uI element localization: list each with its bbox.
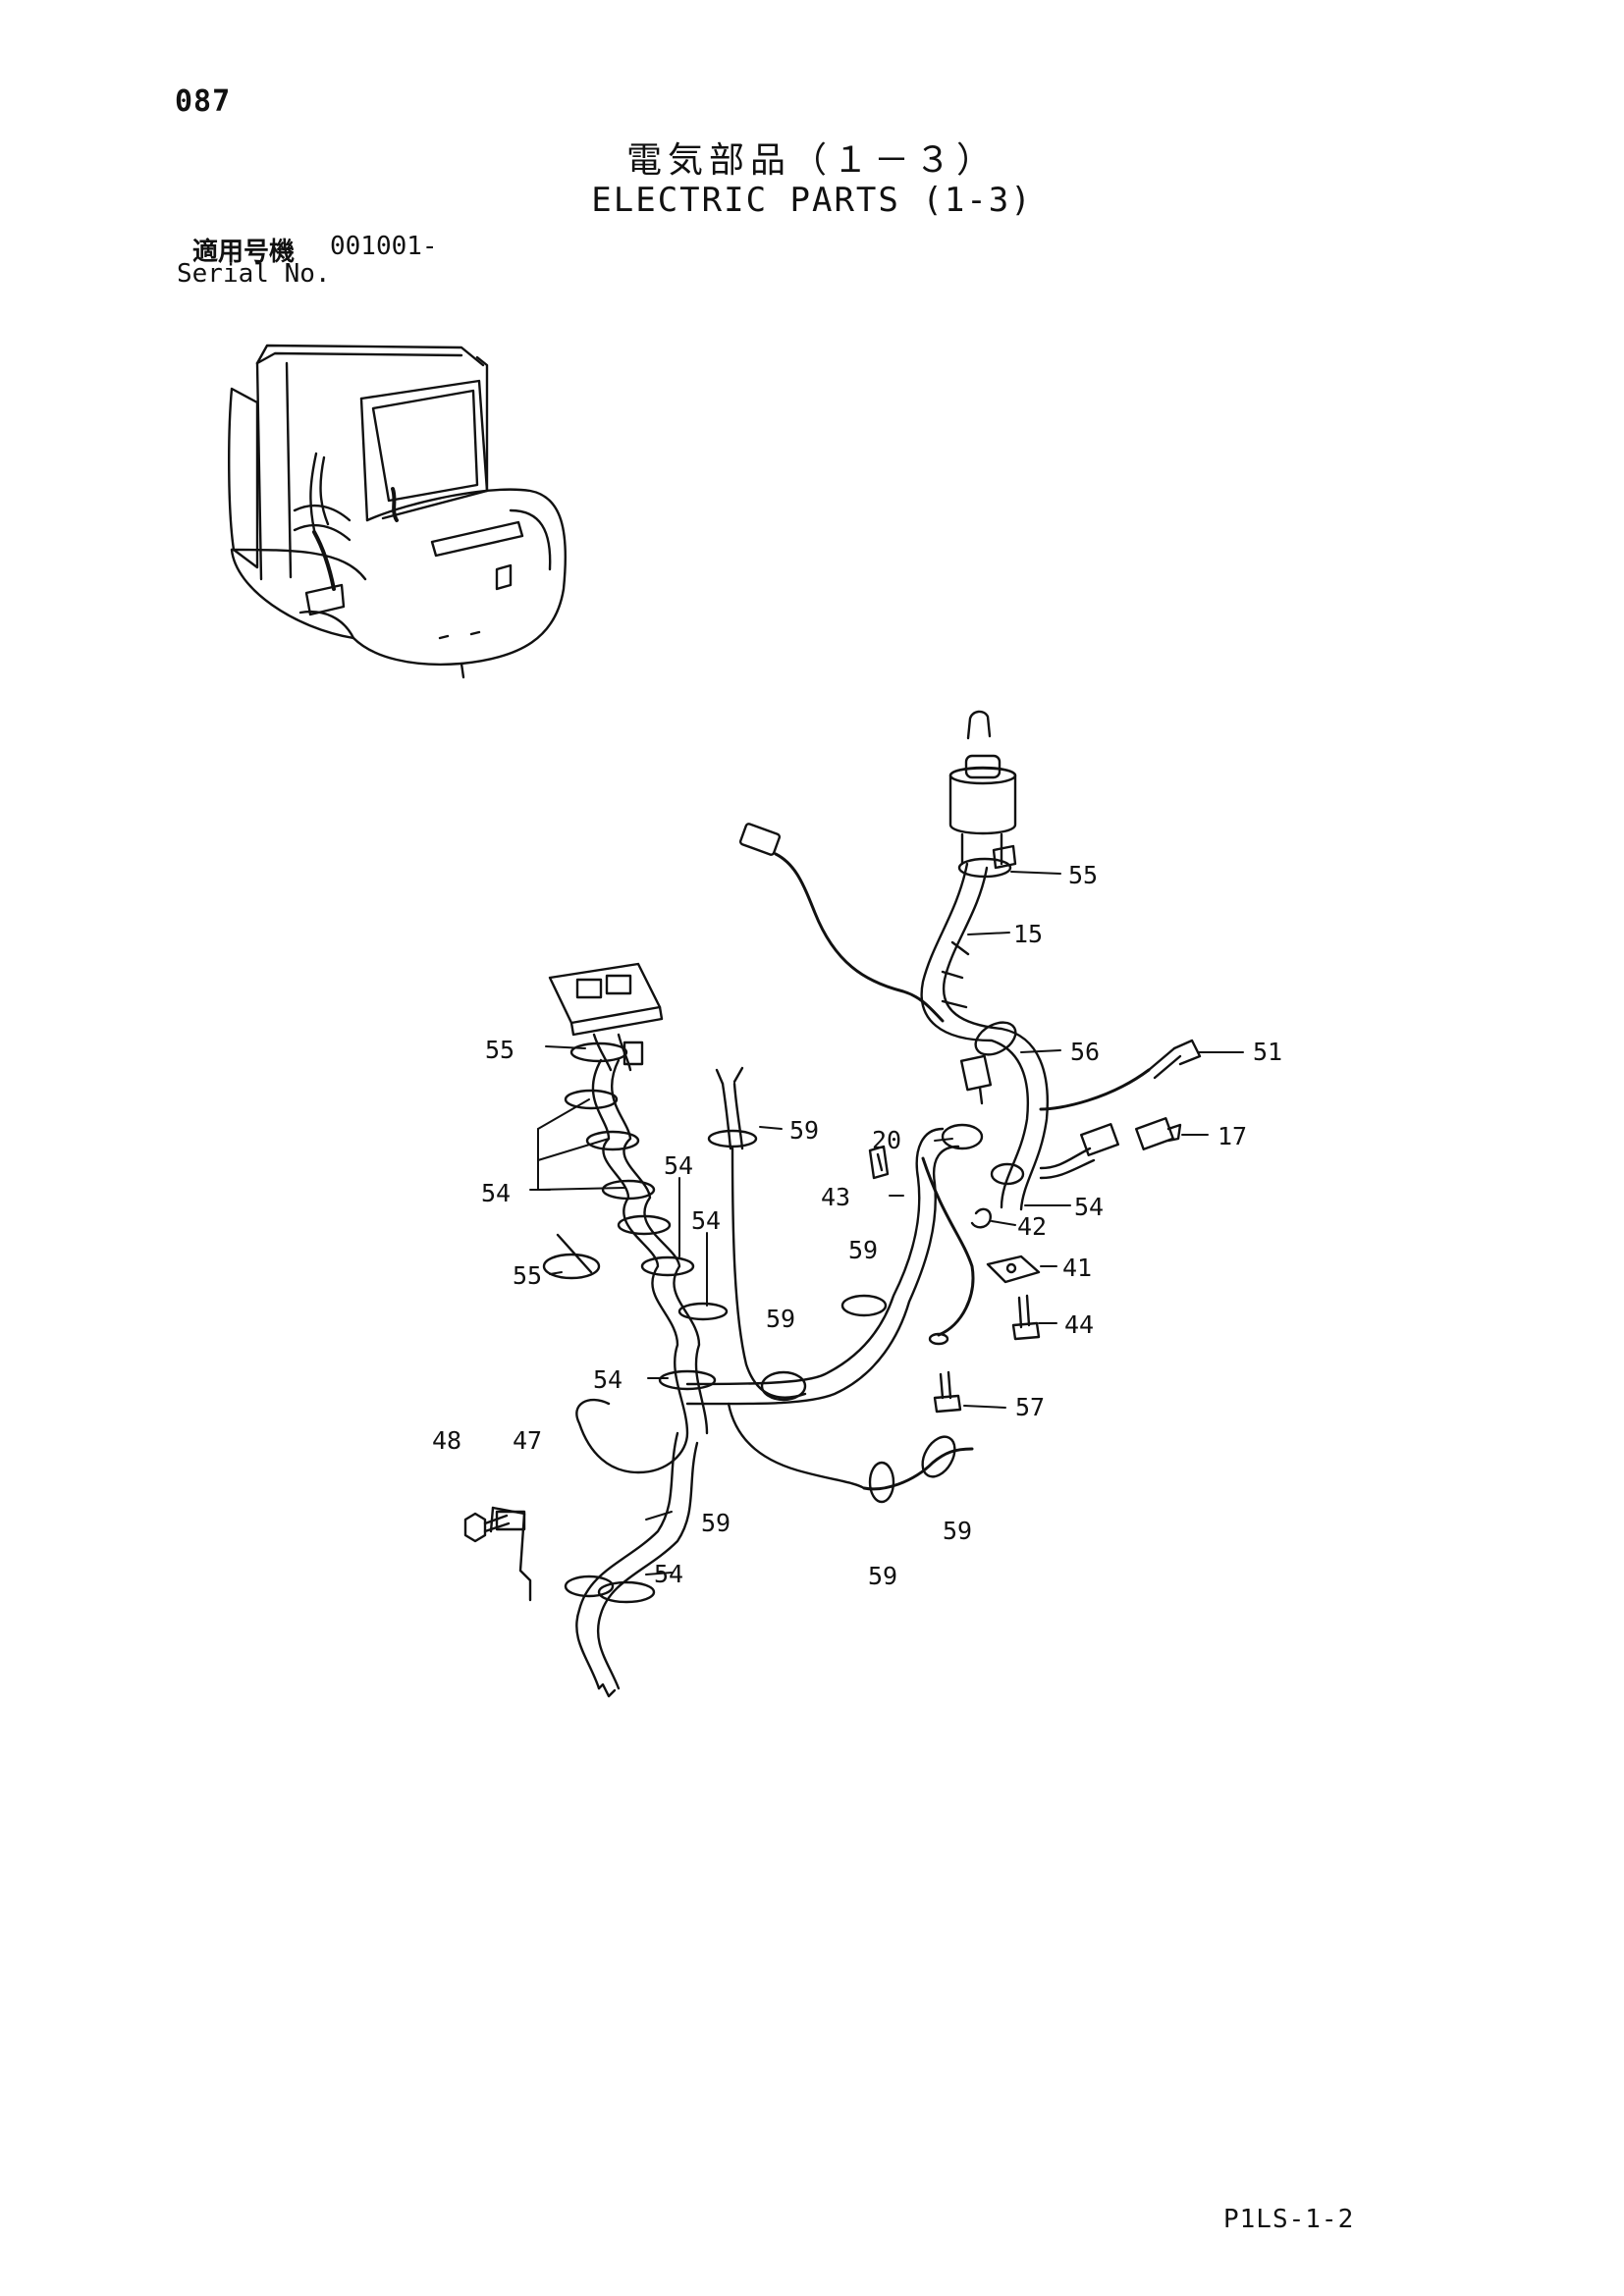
small-parts xyxy=(463,1054,1041,1602)
callout-55: 55 xyxy=(513,1261,542,1290)
callout-57: 57 xyxy=(1015,1393,1045,1421)
key-switch xyxy=(948,710,1017,870)
right-branch xyxy=(1039,1039,1202,1180)
callout-59: 59 xyxy=(789,1116,819,1145)
callout-47: 47 xyxy=(513,1426,542,1455)
callout-20: 20 xyxy=(872,1126,901,1154)
wire-harness-lower xyxy=(685,1127,975,1491)
title-japanese: 電気部品（１－３） xyxy=(625,140,998,181)
serial-value: 001001- xyxy=(330,232,438,261)
callout-59: 59 xyxy=(943,1517,972,1545)
callout-59: 59 xyxy=(766,1305,795,1333)
callout-51: 51 xyxy=(1253,1038,1282,1066)
wire-harness-main xyxy=(920,862,1049,1211)
callout-labels: 55 15 56 51 55 59 20 17 54 54 54 43 54 4… xyxy=(432,861,1282,1590)
leader-lines xyxy=(529,871,1244,1575)
callout-56: 56 xyxy=(1070,1038,1100,1066)
callout-54: 54 xyxy=(1074,1193,1104,1221)
callout-48: 48 xyxy=(432,1426,461,1455)
callout-43: 43 xyxy=(821,1183,850,1211)
wire-harness-left xyxy=(575,1058,709,1698)
callout-15: 15 xyxy=(1013,920,1043,948)
callout-59: 59 xyxy=(868,1562,897,1590)
callout-54: 54 xyxy=(481,1179,511,1207)
title-english: ELECTRIC PARTS (1-3) xyxy=(591,181,1033,220)
callout-42: 42 xyxy=(1017,1212,1047,1241)
switch-panel xyxy=(548,962,664,1072)
wire-top-left xyxy=(738,823,945,1023)
machine-overview-illustration xyxy=(228,344,567,679)
callout-54: 54 xyxy=(664,1151,693,1180)
callout-44: 44 xyxy=(1064,1310,1094,1339)
callout-55: 55 xyxy=(485,1036,514,1064)
callout-54: 54 xyxy=(691,1206,721,1235)
callout-54: 54 xyxy=(593,1365,623,1394)
callout-17: 17 xyxy=(1218,1122,1247,1150)
serial-label-japanese: 適用号機 xyxy=(192,238,296,267)
page-code: P1LS-1-2 xyxy=(1223,2205,1355,2234)
callout-41: 41 xyxy=(1062,1254,1092,1282)
callout-55: 55 xyxy=(1068,861,1098,889)
serial-label-english: Serial No. xyxy=(177,259,331,289)
wire-center xyxy=(715,1066,807,1399)
callout-59: 59 xyxy=(701,1509,731,1537)
callout-59: 59 xyxy=(848,1236,878,1264)
callout-54: 54 xyxy=(654,1560,683,1588)
page-number: 087 xyxy=(175,84,232,119)
clamps xyxy=(542,857,1025,1604)
bolt-51 xyxy=(1147,1039,1202,1080)
